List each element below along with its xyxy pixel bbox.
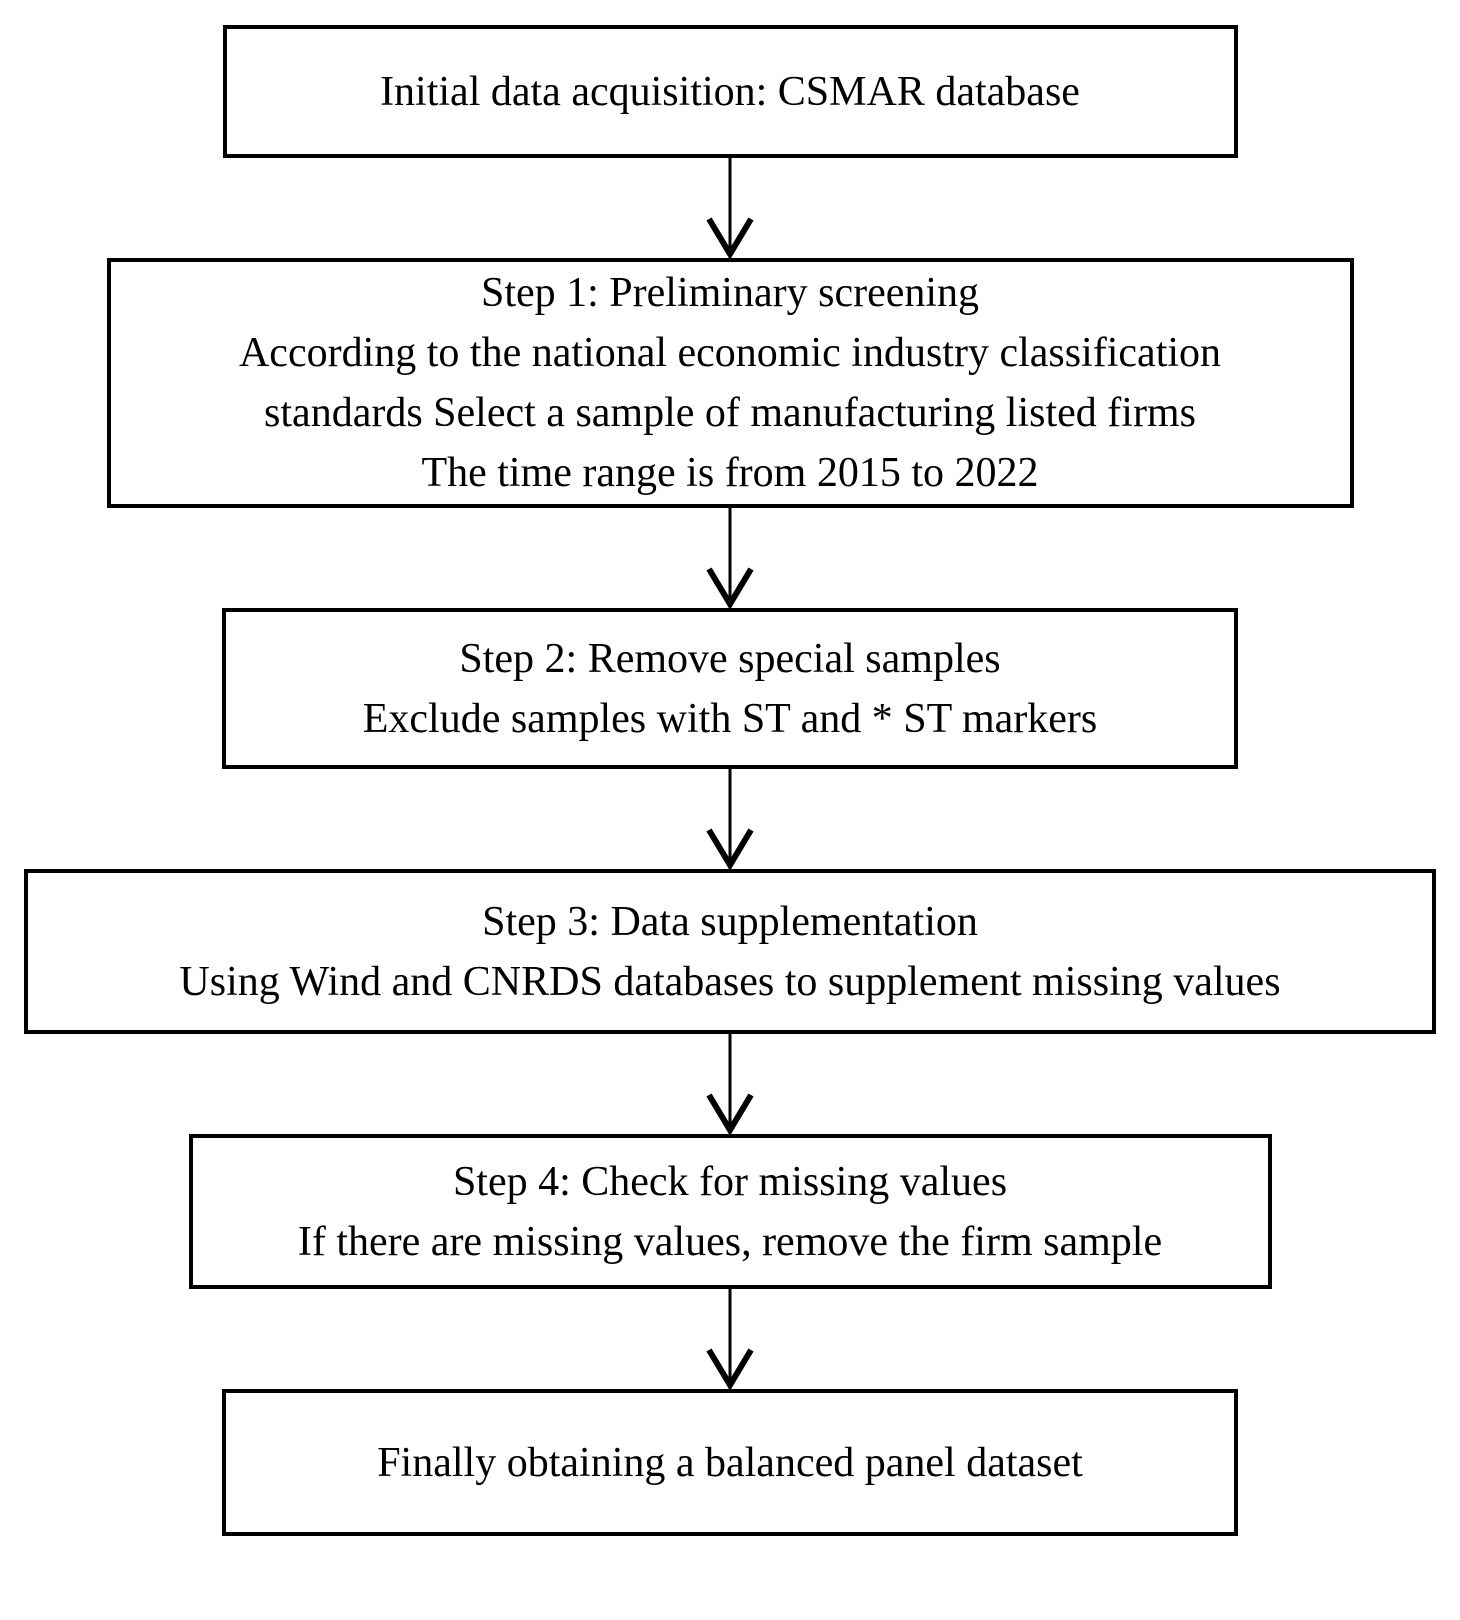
down-arrow-icon [706,1289,754,1389]
flow-node-step-2-remove-special-samples: Step 2: Remove special samples Exclude s… [222,608,1238,769]
node-text-line: If there are missing values, remove the … [297,1218,1163,1265]
flow-node-final-balanced-panel-dataset: Finally obtaining a balanced panel datas… [222,1389,1238,1536]
node-text-line: Finally obtaining a balanced panel datas… [377,1439,1083,1486]
node-text-line: The time range is from 2015 to 2022 [421,450,1039,496]
down-arrow-icon [706,158,754,258]
flowchart: Initial data acquisition: CSMAR database… [24,25,1436,1536]
flow-node-step-4-check-missing-values: Step 4: Check for missing values If ther… [188,1134,1272,1289]
down-arrow-icon [706,769,754,869]
down-arrow-icon [706,508,754,608]
node-text-line: standards Select a sample of manufacturi… [264,390,1196,436]
node-text-line: Initial data acquisition: CSMAR database [380,68,1080,115]
flow-node-step-3-data-supplementation: Step 3: Data supplementation Using Wind … [24,869,1436,1034]
node-text-line: Using Wind and CNRDS databases to supple… [179,958,1281,1005]
node-text-line: Step 3: Data supplementation [482,898,978,945]
flow-node-initial-data-acquisition: Initial data acquisition: CSMAR database [222,25,1238,158]
down-arrow-icon [706,1034,754,1134]
node-text-line: Step 2: Remove special samples [459,635,1001,682]
node-text-line: Exclude samples with ST and * ST markers [362,695,1098,742]
flow-node-step-1-preliminary-screening: Step 1: Preliminary screening According … [106,258,1354,508]
node-text-line: Step 1: Preliminary screening [480,270,980,316]
node-text-line: Step 4: Check for missing values [452,1158,1008,1205]
node-text-line: According to the national economic indus… [238,330,1222,376]
